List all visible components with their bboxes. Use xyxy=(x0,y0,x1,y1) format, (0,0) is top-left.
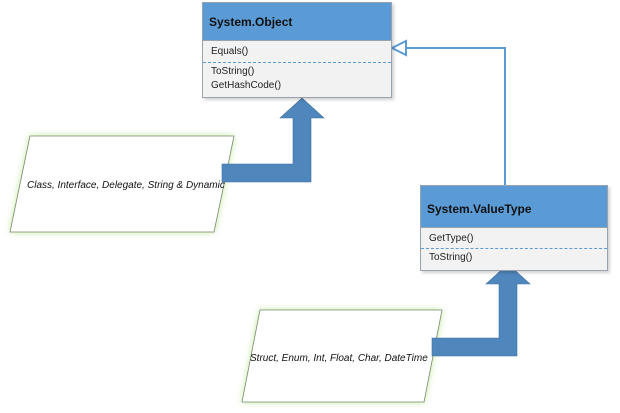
block-arrow-reference-to-object xyxy=(221,97,325,183)
system-object-class-box: System.Object Equals() ToString() GetHas… xyxy=(202,2,392,98)
member-gettype: GetType() xyxy=(429,233,474,244)
member-tostring: ToString() xyxy=(429,252,473,263)
system-valuetype-members-bottom: ToString() xyxy=(421,248,607,267)
member-tostring: ToString() xyxy=(211,66,255,77)
reference-types-shape xyxy=(9,135,235,233)
value-types-shape xyxy=(241,309,443,403)
reference-types-label: Class, Interface, Delegate, String & Dyn… xyxy=(27,180,225,191)
inheritance-arrowhead xyxy=(389,39,407,57)
system-valuetype-class-box: System.ValueType GetType() ToString() xyxy=(420,185,608,271)
system-object-members-bottom: ToString() GetHashCode() xyxy=(203,62,391,95)
inheritance-line xyxy=(406,47,506,185)
system-valuetype-title: System.ValueType xyxy=(421,186,607,228)
block-arrow-value-to-valuetype xyxy=(431,263,531,357)
value-types-label: Struct, Enum, Int, Float, Char, DateTime xyxy=(250,353,428,364)
system-object-title: System.Object xyxy=(203,3,391,41)
member-equals: Equals() xyxy=(211,46,249,57)
system-valuetype-members-top: GetType() xyxy=(421,228,607,248)
system-object-members-top: Equals() xyxy=(203,41,391,62)
member-gethashcode: GetHashCode() xyxy=(211,80,282,91)
